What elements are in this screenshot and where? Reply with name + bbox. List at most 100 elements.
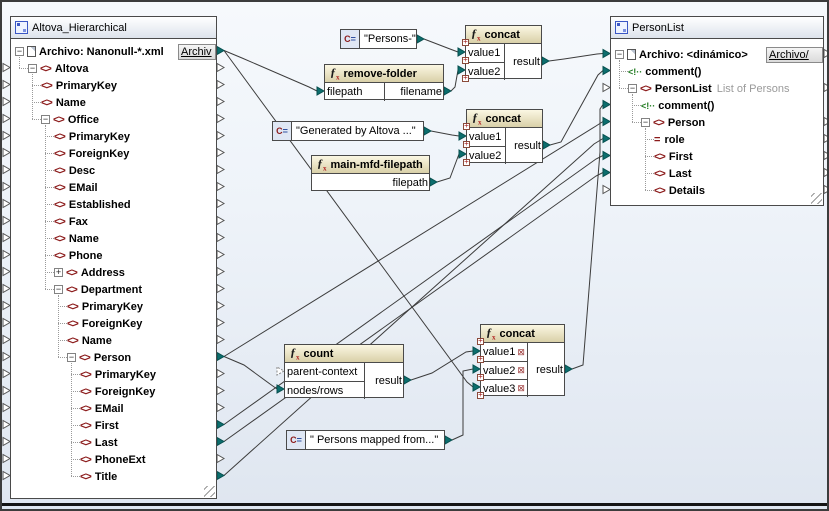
conn-const-persons-to-concat1-value1[interactable] bbox=[423, 38, 459, 53]
port-source-left-PrimaryKey[interactable] bbox=[2, 130, 12, 141]
input-row-value1[interactable]: value1⊠ bbox=[481, 343, 527, 361]
conn-concat1-to-tgt-archivo[interactable] bbox=[548, 53, 604, 62]
port-in-concat-value1[interactable] bbox=[457, 47, 467, 57]
tree-node-person[interactable]: −<>Person bbox=[611, 114, 823, 131]
port-target-in-Archivo: <dinámico>[interactable] bbox=[602, 48, 612, 59]
function-output[interactable]: result bbox=[504, 44, 541, 80]
port-source-out-First[interactable] bbox=[216, 419, 226, 430]
port-out-remove-folder[interactable] bbox=[443, 86, 453, 96]
tree-node-comment-[interactable]: <!··comment() bbox=[611, 63, 823, 80]
tree-node-role[interactable]: =role bbox=[611, 131, 823, 148]
port-in-count-parent-context[interactable] bbox=[276, 366, 286, 376]
add-parameter-icon[interactable]: + bbox=[462, 73, 469, 82]
port-target-in-PersonList[interactable] bbox=[602, 82, 612, 93]
port-source-out-Desc[interactable] bbox=[216, 164, 226, 175]
input-row-value1[interactable]: value1 bbox=[466, 44, 504, 62]
port-source-out-Name[interactable] bbox=[216, 96, 226, 107]
port-out-constant-2[interactable] bbox=[444, 435, 454, 445]
port-source-out-Name[interactable] bbox=[216, 232, 226, 243]
port-target-in-role[interactable] bbox=[602, 133, 612, 144]
input-row-value3[interactable]: value3⊠ bbox=[481, 379, 527, 397]
port-source-left-ForeignKey[interactable] bbox=[2, 147, 12, 158]
conn-removefolder-to-concat1-value2[interactable] bbox=[450, 69, 459, 92]
target-resize-grip[interactable] bbox=[811, 193, 822, 204]
expand-toggle-icon[interactable]: + bbox=[54, 267, 63, 277]
collapse-toggle-icon[interactable]: − bbox=[15, 46, 24, 56]
tree-node-title[interactable]: <>Title bbox=[11, 468, 216, 485]
port-target-right-PersonList[interactable] bbox=[823, 82, 829, 93]
tree-node-email[interactable]: <>EMail bbox=[11, 400, 216, 417]
input-row-value2[interactable]: value2 bbox=[466, 62, 504, 80]
port-source-out-Established[interactable] bbox=[216, 198, 226, 209]
input-row-value2[interactable]: value2⊠ bbox=[481, 361, 527, 379]
port-source-left-PrimaryKey[interactable] bbox=[2, 79, 12, 90]
input-row-nodes-rows[interactable]: nodes/rows bbox=[285, 381, 364, 399]
constant-1[interactable]: C="Generated by Altova ..." bbox=[272, 121, 424, 141]
port-source-left-EMail[interactable] bbox=[2, 402, 12, 413]
conn-const-personsmapped-to-concat3-value2[interactable] bbox=[451, 368, 474, 441]
port-source-left-Phone[interactable] bbox=[2, 249, 12, 260]
tree-node-archivo-din-mico-[interactable]: −Archivo: <dinámico>Archivo/ bbox=[611, 46, 823, 63]
port-source-left-ForeignKey[interactable] bbox=[2, 385, 12, 396]
tree-node-last[interactable]: <>Last bbox=[611, 165, 823, 182]
remove-input-icon[interactable]: ⊠ bbox=[517, 346, 525, 357]
tree-node-office[interactable]: −<>Office bbox=[11, 111, 216, 128]
conn-concat2-to-tgt-comment1[interactable] bbox=[549, 70, 604, 146]
port-target-in-comment()[interactable] bbox=[602, 99, 612, 110]
remove-input-icon[interactable]: ⊠ bbox=[517, 383, 525, 393]
tree-node-primarykey[interactable]: <>PrimaryKey bbox=[11, 77, 216, 94]
file-string-button[interactable]: Archiv bbox=[178, 43, 216, 60]
tree-node-primarykey[interactable]: <>PrimaryKey bbox=[11, 298, 216, 315]
add-parameter-icon[interactable]: + bbox=[477, 336, 484, 345]
tree-node-person[interactable]: −<>Person bbox=[11, 349, 216, 366]
add-parameter-icon[interactable]: + bbox=[477, 354, 484, 363]
port-source-left-Office[interactable] bbox=[2, 113, 12, 124]
port-in-concat-value1[interactable] bbox=[472, 346, 482, 356]
conn-const-generated-to-concat2-value1[interactable] bbox=[430, 130, 460, 137]
add-parameter-icon[interactable]: + bbox=[463, 139, 470, 148]
conn-src-archivo-to-removefolder-filepath[interactable] bbox=[223, 50, 318, 92]
tree-node-foreignkey[interactable]: <>ForeignKey bbox=[11, 145, 216, 162]
tree-node-foreignkey[interactable]: <>ForeignKey bbox=[11, 383, 216, 400]
target-component[interactable]: PersonList−Archivo: <dinámico>Archivo/<!… bbox=[610, 16, 824, 206]
add-parameter-icon[interactable]: + bbox=[477, 390, 484, 399]
input-row-value1[interactable]: value1 bbox=[467, 128, 505, 146]
conn-src-last-to-tgt-last[interactable] bbox=[223, 172, 604, 442]
port-target-right-Person[interactable] bbox=[823, 116, 829, 127]
port-source-left-Title[interactable] bbox=[2, 470, 12, 481]
collapse-toggle-icon[interactable]: − bbox=[67, 352, 76, 362]
port-source-out-Address[interactable] bbox=[216, 266, 226, 277]
tree-node-details[interactable]: <>Details bbox=[611, 182, 823, 199]
tree-node-primarykey[interactable]: <>PrimaryKey bbox=[11, 366, 216, 383]
add-parameter-icon[interactable]: + bbox=[463, 157, 470, 166]
port-source-out-EMail[interactable] bbox=[216, 402, 226, 413]
tree-node-last[interactable]: <>Last bbox=[11, 434, 216, 451]
port-target-in-First[interactable] bbox=[602, 150, 612, 161]
tree-node-name[interactable]: <>Name bbox=[11, 94, 216, 111]
port-source-out-Altova[interactable] bbox=[216, 62, 226, 73]
port-in-concat-value2[interactable] bbox=[458, 149, 468, 159]
port-source-left-Established[interactable] bbox=[2, 198, 12, 209]
collapse-toggle-icon[interactable]: − bbox=[628, 83, 637, 93]
tree-node-fax[interactable]: <>Fax bbox=[11, 213, 216, 230]
conn-src-archivo-to-concat3-value3[interactable] bbox=[223, 50, 474, 388]
port-target-in-Person[interactable] bbox=[602, 116, 612, 127]
port-source-out-PrimaryKey[interactable] bbox=[216, 300, 226, 311]
port-out-count[interactable] bbox=[403, 375, 413, 385]
tree-node-first[interactable]: <>First bbox=[11, 417, 216, 434]
port-source-left-PhoneExt[interactable] bbox=[2, 453, 12, 464]
port-source-out-PrimaryKey[interactable] bbox=[216, 79, 226, 90]
collapse-toggle-icon[interactable]: − bbox=[615, 49, 624, 59]
port-target-right-Details[interactable] bbox=[823, 184, 829, 195]
port-source-left-Altova[interactable] bbox=[2, 62, 12, 73]
add-parameter-icon[interactable]: + bbox=[463, 121, 470, 130]
function-output[interactable]: result bbox=[364, 363, 403, 399]
tree-node-phone[interactable]: <>Phone bbox=[11, 247, 216, 264]
port-source-left-First[interactable] bbox=[2, 419, 12, 430]
port-out-concat[interactable] bbox=[542, 140, 552, 150]
port-in-count-nodes/rows[interactable] bbox=[276, 384, 286, 394]
port-source-left-Name[interactable] bbox=[2, 334, 12, 345]
